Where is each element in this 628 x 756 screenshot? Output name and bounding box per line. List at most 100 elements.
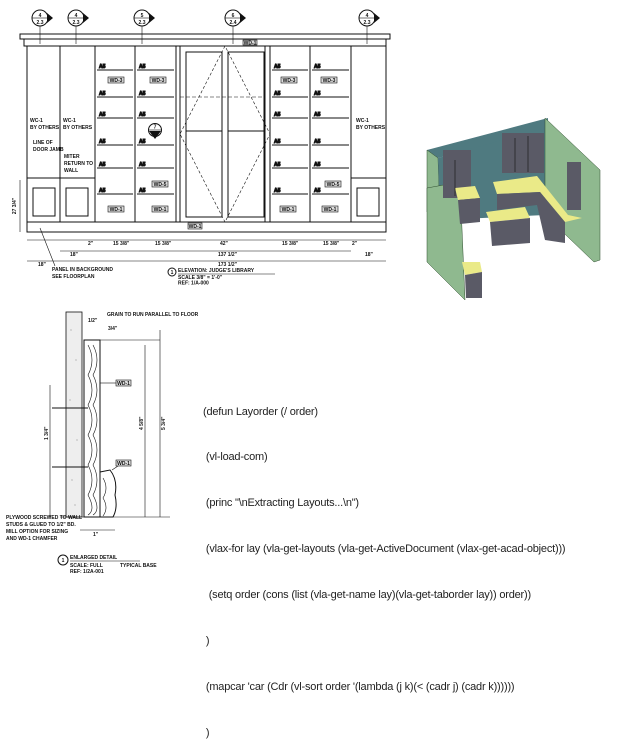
material-tag: WD-1: [279, 205, 297, 213]
svg-text:15 3/8": 15 3/8": [323, 241, 340, 247]
svg-text:2.3: 2.3: [139, 20, 146, 26]
svg-text:137 1/2": 137 1/2": [218, 252, 238, 258]
shelf-label: A5: [99, 112, 106, 118]
svg-text:2.3: 2.3: [37, 20, 44, 26]
svg-text:BY OTHERS: BY OTHERS: [30, 125, 60, 131]
svg-text:15 3/8": 15 3/8": [282, 241, 299, 247]
section-bubble: 6 2.4: [224, 9, 246, 44]
material-tag: WD-3: [320, 76, 338, 84]
svg-text:27 3/4": 27 3/4": [12, 197, 18, 214]
svg-text:DOOR JAMB: DOOR JAMB: [33, 147, 64, 153]
svg-text:WD-5: WD-5: [154, 182, 167, 188]
svg-text:WD-3: WD-3: [152, 78, 165, 84]
svg-text:WD-1: WD-1: [154, 207, 167, 213]
material-tag: WD-1: [242, 39, 258, 47]
svg-text:AND WD-1 CHAMFER: AND WD-1 CHAMFER: [6, 536, 58, 542]
shelf-label: A5: [139, 162, 146, 168]
svg-text:RETURN TO: RETURN TO: [64, 161, 93, 167]
svg-text:3/4": 3/4": [108, 326, 118, 332]
code-line: (setq order (cons (list (vla-get-name la…: [203, 589, 531, 602]
shelf-label: A5: [274, 64, 281, 70]
code-line: (vl-load-com): [203, 451, 268, 464]
svg-text:1/2": 1/2": [88, 318, 98, 324]
svg-text:WD-1: WD-1: [189, 224, 202, 230]
svg-text:6: 6: [232, 13, 235, 19]
shelf-label: A5: [99, 188, 106, 194]
shelf-label: A5: [314, 64, 321, 70]
svg-text:WD-3: WD-3: [283, 78, 296, 84]
kitchen-3d-render: [426, 117, 601, 301]
svg-text:WD-1: WD-1: [110, 207, 123, 213]
drawing-sheet: 4 2.3 4 2.3 5 2.3 6 2.4 4 2.3: [6, 9, 601, 575]
section-bubble: 5 2.3: [133, 9, 155, 44]
svg-text:2": 2": [352, 241, 358, 247]
material-tag: WD-5: [324, 180, 342, 188]
shelf-label: A5: [139, 91, 146, 97]
shelf-label: A5: [139, 112, 146, 118]
svg-text:173 1/2": 173 1/2": [218, 262, 238, 268]
material-tag: WD-1: [115, 379, 132, 387]
svg-text:WD-1: WD-1: [324, 207, 337, 213]
shelf-label: A5: [274, 91, 281, 97]
svg-text:4: 4: [39, 13, 42, 19]
code-line: (mapcar 'car (Cdr (vl-sort order '(lambd…: [203, 680, 515, 693]
svg-text:2.3: 2.3: [364, 20, 371, 26]
svg-text:18": 18": [70, 252, 79, 258]
code-line: ): [203, 635, 210, 648]
svg-text:WC-1: WC-1: [30, 118, 43, 124]
svg-text:REF: 1/A-000: REF: 1/A-000: [178, 281, 209, 287]
section-bubble: 4 2.3: [67, 9, 89, 44]
svg-text:WD-3: WD-3: [110, 78, 123, 84]
svg-text:PLYWOOD SCREWED TO WALL: PLYWOOD SCREWED TO WALL: [6, 515, 82, 521]
material-tag: WD-3: [280, 76, 298, 84]
shelf-label: A5: [274, 112, 281, 118]
svg-text:STUDS & GLUED TO 1/2" BD.: STUDS & GLUED TO 1/2" BD.: [6, 522, 76, 528]
svg-text:1: 1: [62, 558, 65, 564]
shelf-label: A5: [139, 188, 146, 194]
shelf-label: A5: [314, 112, 321, 118]
elevation-judges-library: 4 2.3 4 2.3 5 2.3 6 2.4 4 2.3: [12, 9, 391, 287]
svg-text:7: 7: [154, 125, 157, 131]
svg-text:1": 1": [93, 532, 99, 538]
shelf-label: A5: [314, 188, 321, 194]
svg-text:4: 4: [75, 13, 78, 19]
material-tag: WD-1: [321, 205, 339, 213]
svg-text:4 5/8": 4 5/8": [139, 416, 145, 430]
svg-text:BY OTHERS: BY OTHERS: [356, 125, 386, 131]
shelf-label: A5: [274, 162, 281, 168]
shelf-label: A5: [274, 188, 281, 194]
material-tag: WD-3: [107, 76, 125, 84]
svg-text:1: 1: [171, 270, 174, 276]
shelf-label: A5: [99, 91, 106, 97]
svg-text:WD-1: WD-1: [117, 381, 130, 387]
svg-text:WD-5: WD-5: [327, 182, 340, 188]
section-bubble: 4 2.3: [31, 9, 53, 44]
svg-text:42": 42": [220, 241, 229, 247]
detail-title: 1 ENLARGED DETAIL SCALE: FULL REF: 1/2A-…: [57, 554, 157, 575]
code-line: (princ "\nExtracting Layouts...\n"): [203, 497, 359, 510]
svg-text:WC-1: WC-1: [63, 118, 76, 124]
section-bubble: 4 2.3: [358, 9, 380, 44]
svg-text:ENLARGED DETAIL: ENLARGED DETAIL: [70, 555, 117, 561]
svg-text:TYPICAL BASE: TYPICAL BASE: [120, 563, 157, 569]
svg-text:WD-1: WD-1: [117, 461, 130, 467]
svg-text:15 3/8": 15 3/8": [155, 241, 172, 247]
enlarged-detail-typical-base: GRAIN TO RUN PARALLEL TO FLOOR WD-1 WD-1…: [6, 311, 199, 575]
svg-text:15 3/8": 15 3/8": [113, 241, 130, 247]
svg-text:4: 4: [366, 13, 369, 19]
svg-text:SCALE: FULL: SCALE: FULL: [70, 563, 103, 569]
material-tag: WD-1: [187, 222, 203, 230]
svg-text:WD-3: WD-3: [323, 78, 336, 84]
shelf-label: A5: [99, 139, 106, 145]
shelf-label: A5: [139, 64, 146, 70]
code-line: ): [203, 726, 210, 739]
svg-text:WD-1: WD-1: [244, 41, 257, 47]
shelf-label: A5: [99, 162, 106, 168]
elevation-title: 1 ELEVATION: JUDGE'S LIBRARY SCALE 3/8" …: [167, 267, 275, 287]
svg-text:5: 5: [141, 13, 144, 19]
code-line: (vlax-for lay (vla-get-layouts (vla-get-…: [203, 543, 566, 556]
svg-text:ELEVATION: JUDGE'S LIBRARY: ELEVATION: JUDGE'S LIBRARY: [178, 268, 255, 274]
svg-text:2.4: 2.4: [230, 20, 237, 26]
svg-text:2.3: 2.3: [73, 20, 80, 26]
svg-text:18": 18": [365, 252, 374, 258]
